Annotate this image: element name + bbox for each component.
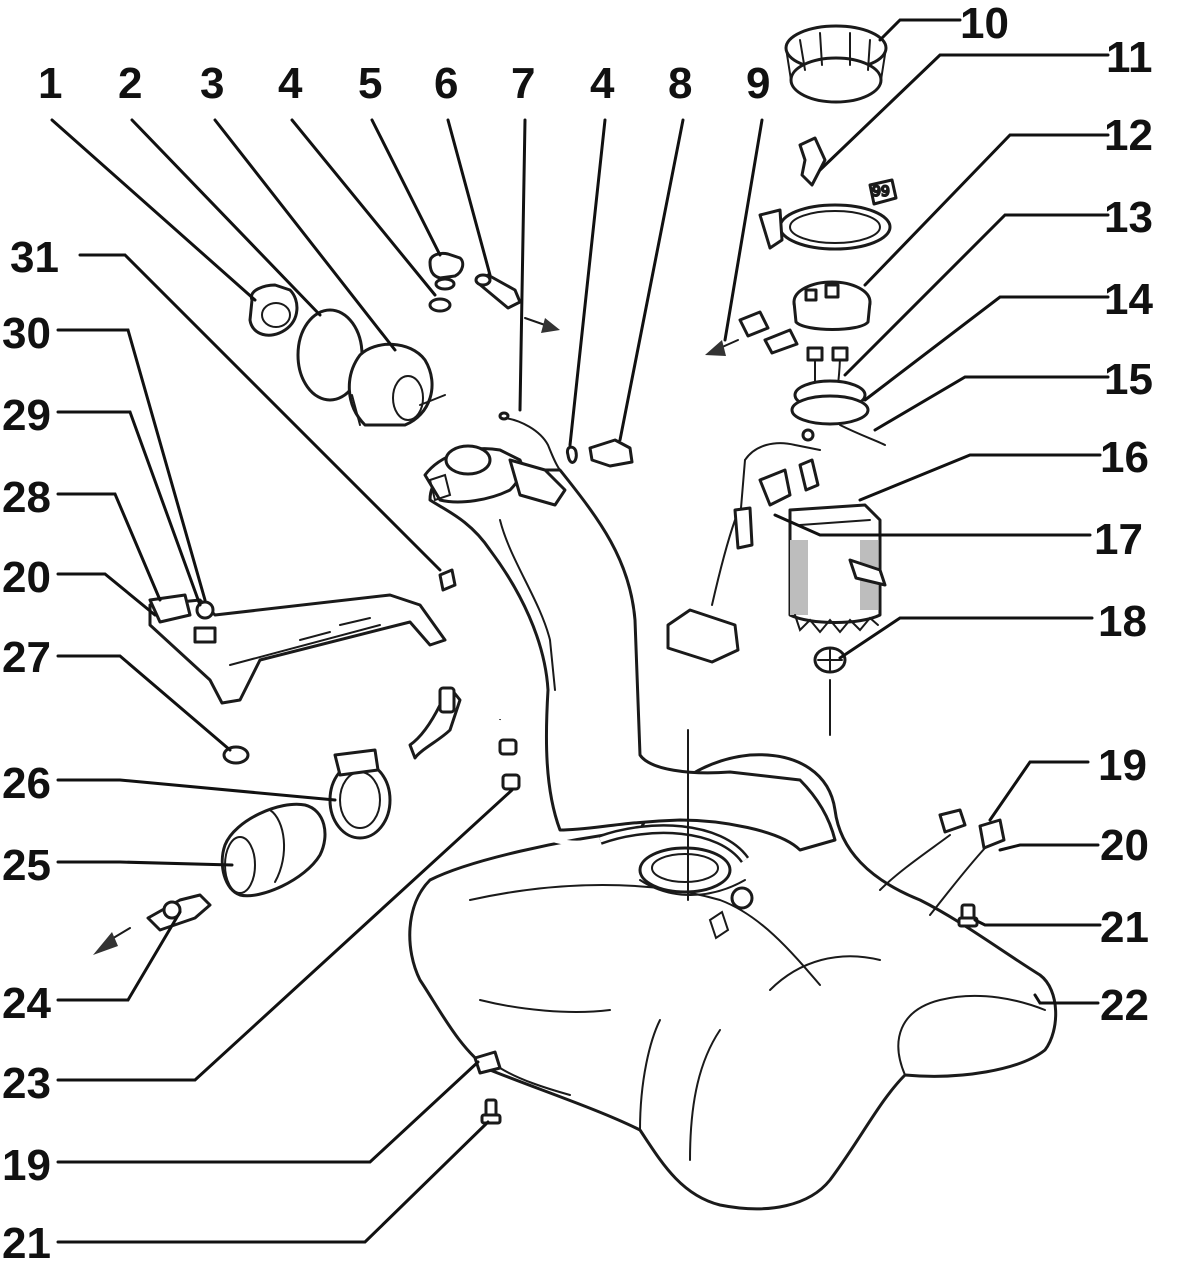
callout-26: 26 [2,759,51,808]
callout-11: 11 [1106,33,1153,82]
wire-lead [498,411,561,471]
callout-18: 18 [1098,597,1147,646]
leader-lines [50,18,1110,1244]
callout-12: 12 [1104,111,1153,160]
filler-housing [347,342,446,427]
callout-13: 13 [1104,193,1153,242]
callout-7: 7 [511,59,535,108]
callout-29: 29 [2,391,51,440]
callout-16: 16 [1100,433,1149,482]
bolt-lower [480,1098,502,1125]
hose-connector [474,273,522,310]
svg-text:99: 99 [872,184,890,200]
callout-23: 23 [2,1059,51,1108]
valve-cap [428,251,465,291]
callout-20b: 20 [2,553,51,602]
vent-valve-8 [588,438,634,468]
callout-6: 6 [434,59,458,108]
fuel-pump-module [666,442,887,664]
filler-neck [423,444,837,864]
small-seal-4 [565,445,578,464]
tank-strap-right [879,808,1006,916]
callout-2: 2 [118,59,142,108]
callout-4: 4 [278,59,303,108]
callout-24: 24 [2,979,51,1028]
callout-10: 10 [960,0,1009,48]
callout-14: 14 [1104,275,1153,324]
callout-19b: 19 [2,1141,51,1190]
nut-lower [473,1050,571,1096]
seal-gasket: 99 [758,136,898,251]
hose-elbow [408,686,462,760]
callout-15: 15 [1104,355,1153,404]
callout-25: 25 [2,841,51,890]
o-ring-small [428,297,452,313]
fuel-pump-flange [738,280,872,355]
callout-1: 1 [38,59,62,108]
callout-30: 30 [2,309,51,358]
carrier-bracket [148,593,447,705]
filter-clamp [328,748,392,840]
callout-31: 31 [10,233,59,282]
callout-21b: 21 [2,1219,51,1262]
callout-27: 27 [2,633,51,682]
clip-31 [438,568,457,592]
callout-3: 3 [200,59,224,108]
filler-cap [248,283,299,337]
callout-22: 22 [1100,981,1149,1030]
callout-4b: 4 [590,59,615,108]
fuel-strainer [813,646,847,736]
callout-20: 20 [1100,821,1149,870]
fuel-filter [220,802,327,898]
callout-19: 19 [1098,741,1147,790]
callout-5: 5 [358,59,382,108]
bolt-right [957,903,979,928]
callout-21: 21 [1100,903,1149,952]
callout-labels: 1 2 3 4 5 6 7 4 8 9 10 11 12 13 14 15 16… [2,0,1153,1262]
fuel-tank [408,753,1058,1211]
callout-17: 17 [1094,515,1143,564]
callout-8: 8 [668,59,692,108]
callout-9: 9 [746,59,770,108]
direction-arrows [93,317,739,955]
locking-ring [784,24,888,104]
callout-28: 28 [2,473,51,522]
hoses-assembly [790,346,886,446]
